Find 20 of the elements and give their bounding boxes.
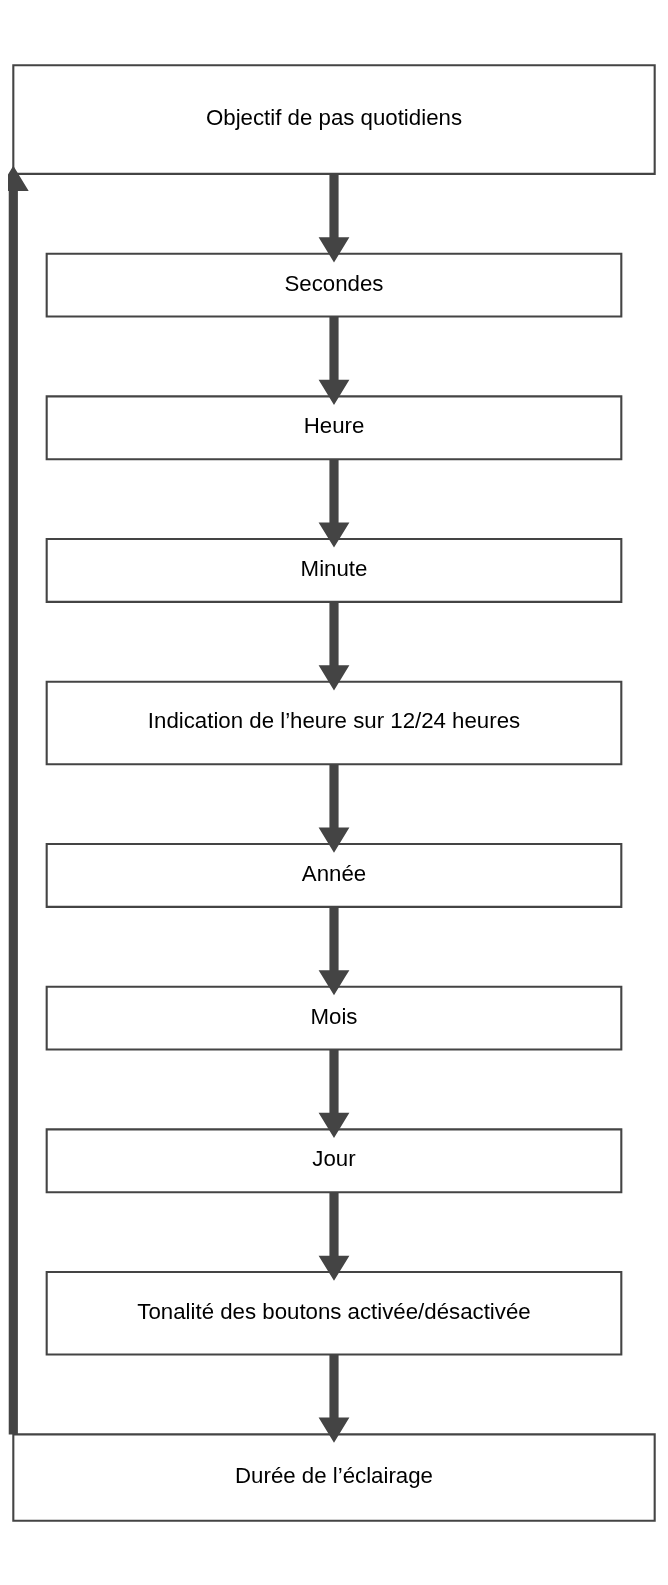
node-box: Jour xyxy=(45,1127,623,1193)
arrow xyxy=(318,1191,350,1281)
node-box: Indication de l’heure sur 12/24 heures xyxy=(45,680,623,765)
arrow xyxy=(318,1354,350,1443)
node-box: Tonalité des boutons activée/désactivée xyxy=(45,1270,623,1356)
arrow xyxy=(8,165,29,1434)
arrow xyxy=(318,173,350,262)
arrow xyxy=(318,459,350,548)
node-box: Objectif de pas quotidiens xyxy=(12,63,656,175)
arrow xyxy=(318,763,350,853)
node-box: Minute xyxy=(45,537,623,603)
arrow xyxy=(318,906,350,995)
node-box: Mois xyxy=(45,985,623,1051)
node-box: Durée de l’éclairage xyxy=(12,1432,656,1522)
node-box: Secondes xyxy=(45,252,623,318)
node-box: Année xyxy=(45,842,623,908)
arrow xyxy=(318,1049,350,1138)
node-box: Heure xyxy=(45,394,623,460)
arrow xyxy=(318,316,350,405)
arrow xyxy=(318,601,350,690)
